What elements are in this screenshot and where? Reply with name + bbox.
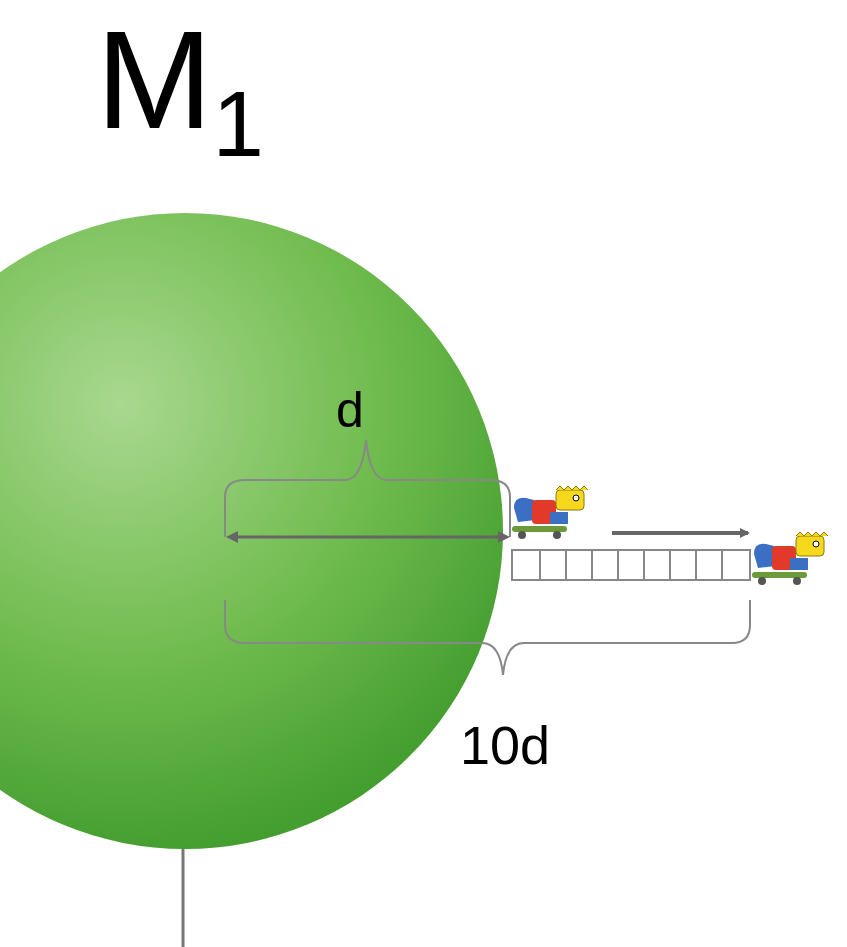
dimension-bracket [225,600,750,675]
mass-symbol: M1 [96,10,264,170]
stand-rod [182,845,185,947]
dimension-label: d [336,385,364,435]
radius-arrow [236,536,500,539]
dimension-bracket [225,440,510,537]
planet-sphere [0,213,503,849]
motion-arrow [612,531,748,535]
dimension-label: 10d [460,718,550,772]
ladder [512,550,750,580]
skater-figure [512,486,588,539]
skater-figure [752,532,828,585]
